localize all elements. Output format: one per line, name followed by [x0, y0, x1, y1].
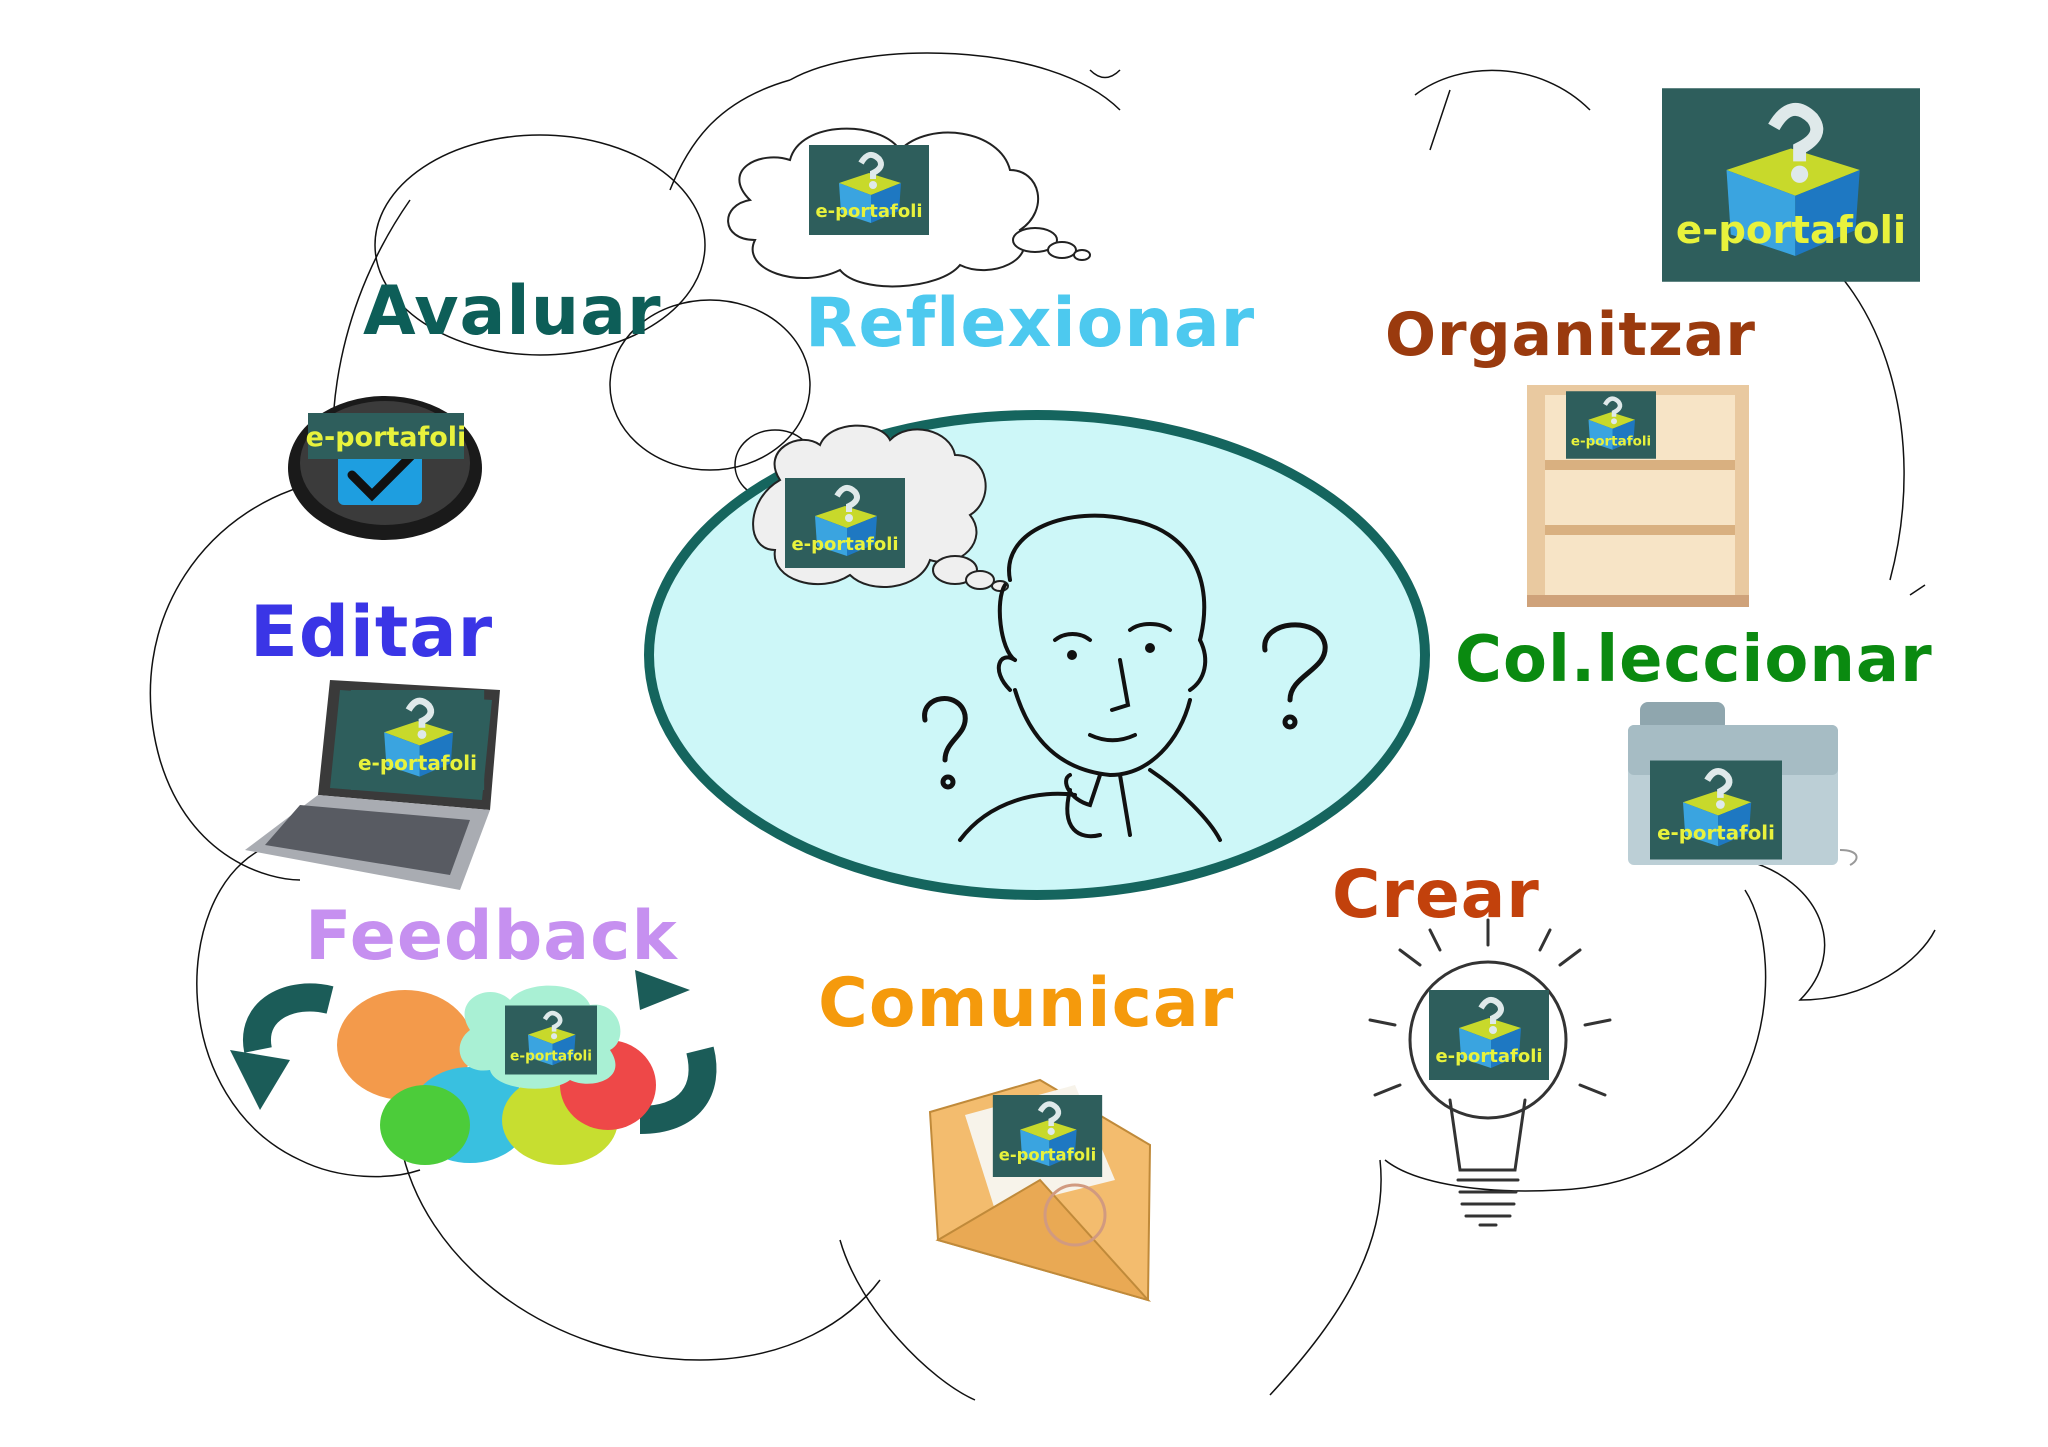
- e-portafoli-logo-icon: [351, 690, 484, 790]
- label-coleccionar: Col.leccionar: [1455, 623, 1933, 697]
- label-feedback: Feedback: [305, 897, 678, 976]
- label-reflexionar: Reflexionar: [805, 284, 1256, 363]
- label-avaluar: Avaluar: [363, 272, 662, 351]
- label-editar: Editar: [250, 591, 494, 673]
- e-portafoli-logo-icon: [505, 1006, 597, 1075]
- thinking-person-icon: [958, 513, 1222, 842]
- e-portafoli-logo-icon: [809, 145, 929, 235]
- label-organitzar: Organitzar: [1385, 300, 1756, 370]
- e-portafoli-logo-icon: [1650, 761, 1782, 860]
- e-portafoli-logo-icon: [1566, 391, 1656, 459]
- e-portafoli-logo-icon: [785, 478, 905, 568]
- question-mark-icon: [922, 622, 1328, 790]
- label-comunicar: Comunicar: [818, 964, 1235, 1043]
- e-portafoli-logo-icon: [993, 1095, 1102, 1177]
- svg-text:e-portafoli: e-portafoli: [306, 422, 467, 453]
- label-crear: Crear: [1332, 856, 1540, 933]
- e-portafoli-logo-icon: [1662, 88, 1920, 282]
- checkmark-badge-icon: e-portafoli: [288, 396, 482, 540]
- center-ellipse: [644, 410, 1430, 900]
- speech-bubbles-icon: [230, 970, 717, 1165]
- light-bulb-icon: [1368, 918, 1612, 1227]
- e-portafoli-logo-icon: [1429, 990, 1549, 1080]
